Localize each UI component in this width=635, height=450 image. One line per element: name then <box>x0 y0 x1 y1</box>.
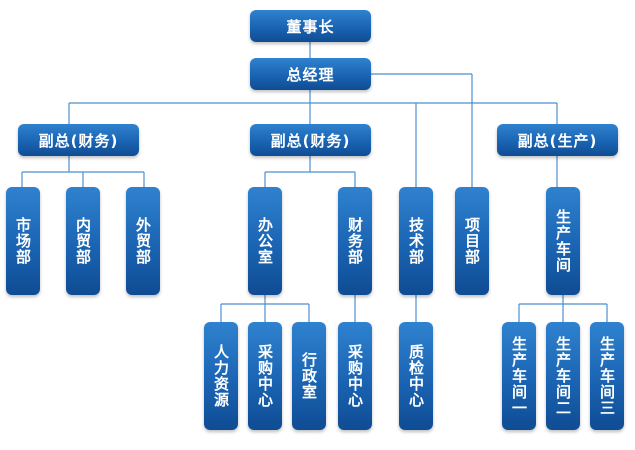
tech-dept-node: 技术部 <box>399 187 433 295</box>
workshop-3-node: 生产车间三 <box>590 322 624 430</box>
production-workshop-node: 生产车间 <box>546 187 580 295</box>
office-node: 办公室 <box>248 187 282 295</box>
project-dept-node: 项目部 <box>455 187 489 295</box>
qc-center-node: 质检中心 <box>399 322 433 430</box>
market-dept-node: 市场部 <box>6 187 40 295</box>
domestic-trade-node: 内贸部 <box>66 187 100 295</box>
hr-node: 人力资源 <box>204 322 238 430</box>
admin-office-node: 行政室 <box>292 322 326 430</box>
vp-finance-mid-node: 副总(财务) <box>250 124 371 156</box>
finance-dept-node: 财务部 <box>338 187 372 295</box>
workshop-1-node: 生产车间一 <box>502 322 536 430</box>
workshop-2-node: 生产车间二 <box>546 322 580 430</box>
vp-finance-left-node: 副总(财务) <box>18 124 139 156</box>
foreign-trade-node: 外贸部 <box>126 187 160 295</box>
vp-production-node: 副总(生产) <box>497 124 618 156</box>
purchase-center-2-node: 采购中心 <box>338 322 372 430</box>
purchase-center-1-node: 采购中心 <box>248 322 282 430</box>
general-manager-node: 总经理 <box>250 58 371 90</box>
chairman-node: 董事长 <box>250 10 371 42</box>
